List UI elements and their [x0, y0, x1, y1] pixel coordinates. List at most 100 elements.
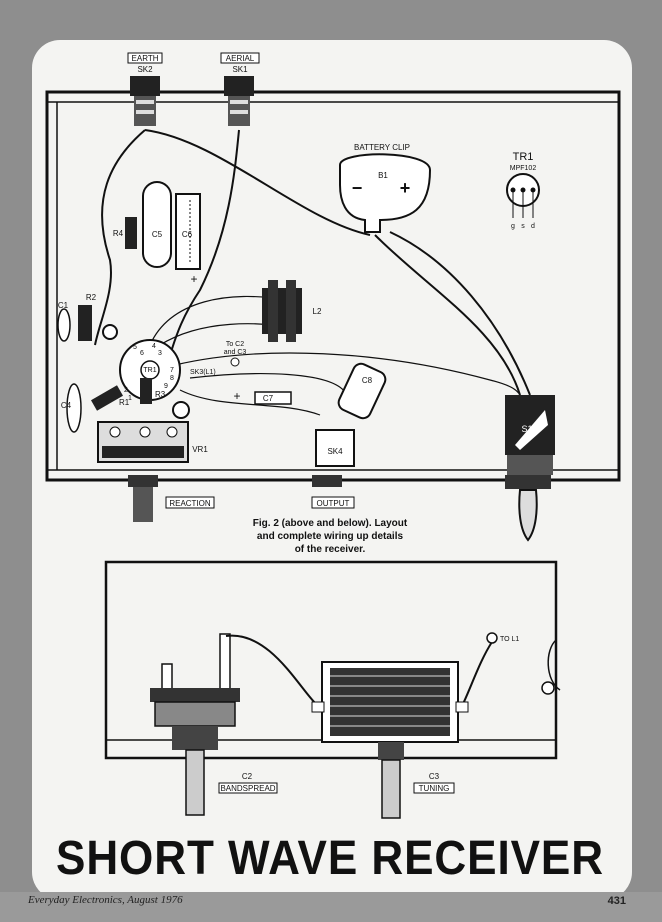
- r4-label: R4: [113, 229, 124, 238]
- tuning-label-box: [413, 782, 455, 794]
- sk1-label: SK1: [232, 65, 248, 74]
- solder-tag: [102, 324, 118, 340]
- vr1-label: VR1: [192, 445, 208, 454]
- battery-minus: −: [352, 178, 363, 198]
- caption-line-3: of the receiver.: [295, 544, 366, 555]
- aerial-label: AERIAL: [226, 54, 255, 63]
- s1-label: S1: [521, 424, 532, 434]
- b1-label: B1: [378, 171, 388, 180]
- c6-capacitor: [175, 193, 201, 270]
- bottom-wiring-layout: C2 BANDSPREAD TO L1 C3 TUNING: [104, 560, 561, 819]
- r3-resistor: [140, 378, 152, 404]
- pin-6: 6: [140, 350, 144, 357]
- sk2-label: SK2: [137, 65, 153, 74]
- battery-clip: [339, 153, 432, 233]
- sk4-socket: [315, 429, 355, 467]
- c7-plus: +: [233, 389, 240, 403]
- battery-clip-label: BATTERY CLIP: [354, 143, 410, 152]
- c3-bush: [378, 742, 404, 760]
- front-panel-outline: [104, 560, 558, 760]
- r3-label: R3: [155, 390, 166, 399]
- c1-label: C1: [58, 301, 69, 310]
- earth-label: EARTH: [132, 54, 159, 63]
- reaction-shaft: [133, 487, 153, 522]
- r1-label: R1: [119, 398, 130, 407]
- tr1-pin-d: d: [531, 223, 535, 230]
- c2-body: [154, 701, 236, 727]
- reaction-label-box: [165, 496, 215, 509]
- earth-wire: [94, 129, 146, 346]
- bandspread-label: BANDSPREAD: [220, 784, 275, 793]
- r2-resistor: [78, 305, 92, 341]
- tr1-pin-s: s: [521, 223, 525, 230]
- to-c2-c3-line1: To C2: [226, 341, 244, 348]
- earth-label-box: [127, 52, 163, 64]
- battery-plus: +: [400, 178, 411, 198]
- footer-bar: [0, 892, 662, 922]
- switch-loop-wire: [174, 352, 523, 401]
- switch-toggle: [518, 489, 538, 542]
- tr1-pin-g: g: [511, 223, 515, 230]
- earth-socket: [130, 76, 160, 126]
- tr1-small-label: TR1: [143, 367, 156, 374]
- c3-label: C3: [429, 772, 440, 781]
- figure-caption: Fig. 2 (above and below). Layout and com…: [253, 518, 408, 555]
- to-l1-label: TO L1: [500, 636, 519, 643]
- c1-capacitor: [57, 308, 71, 342]
- c4-label: C4: [61, 401, 72, 410]
- reaction-knob-nut: [128, 475, 158, 487]
- c3-vanes: [330, 668, 450, 736]
- c2-top-plate: [150, 688, 240, 702]
- c2-to-c3-wire: [225, 634, 319, 707]
- battery-to-switch-wire-2: [389, 231, 531, 396]
- pin-9: 9: [164, 383, 168, 390]
- sk3-label: SK3(L1): [190, 369, 216, 376]
- c2-shaft: [185, 749, 205, 816]
- pin-4: 4: [152, 343, 156, 350]
- c8-wire: [189, 373, 346, 393]
- pin-2: 2: [124, 387, 128, 394]
- c6-plus: +: [190, 272, 197, 286]
- aerial-socket: [224, 76, 254, 126]
- wire-to-battery: [144, 129, 371, 236]
- c5-label: C5: [152, 230, 163, 239]
- r4-resistor: [125, 217, 137, 249]
- to-c2-c3-line2: and C3: [224, 349, 247, 356]
- bandspread-label-box: [218, 782, 278, 794]
- caption-line-1: Fig. 2 (above and below). Layout: [253, 518, 408, 529]
- battery-to-switch-wire: [374, 234, 521, 396]
- c8-label: C8: [362, 376, 373, 385]
- pin-3: 3: [158, 350, 162, 357]
- r2-label: R2: [86, 293, 97, 302]
- c7-wire: [179, 389, 321, 416]
- tr1-label: TR1: [513, 151, 534, 163]
- solder-tag-2: [172, 401, 190, 419]
- pin-7: 7: [170, 367, 174, 374]
- switch-nut: [505, 475, 551, 489]
- c3-shaft: [381, 759, 401, 819]
- c5-capacitor: [142, 181, 172, 268]
- tuning-label: TUNING: [419, 784, 450, 793]
- c3-to-l1-wire: [461, 641, 493, 707]
- footer-page-number: 431: [608, 895, 626, 907]
- c2-bush: [172, 726, 218, 750]
- headline: SHORT WAVE RECEIVER: [56, 832, 604, 885]
- footer-publication: Everyday Electronics, August 1976: [27, 894, 183, 906]
- to-l1-terminal: [486, 632, 498, 644]
- c7-capacitor: [254, 391, 292, 405]
- c8-capacitor: [337, 362, 387, 420]
- output-label-box: [311, 496, 355, 509]
- c4-capacitor: [66, 383, 82, 433]
- output-socket-nut: [312, 475, 342, 487]
- output-label: OUTPUT: [317, 499, 350, 508]
- c7-label: C7: [263, 394, 274, 403]
- c2-label: C2: [242, 772, 253, 781]
- caption-line-2: and complete wiring up details: [257, 531, 404, 542]
- r1-resistor: [91, 385, 123, 411]
- c6-label: C6: [182, 230, 193, 239]
- reaction-label: REACTION: [169, 499, 211, 508]
- c2-post-right: [219, 633, 231, 695]
- pin-8: 8: [170, 375, 174, 382]
- aerial-label-box: [220, 52, 260, 64]
